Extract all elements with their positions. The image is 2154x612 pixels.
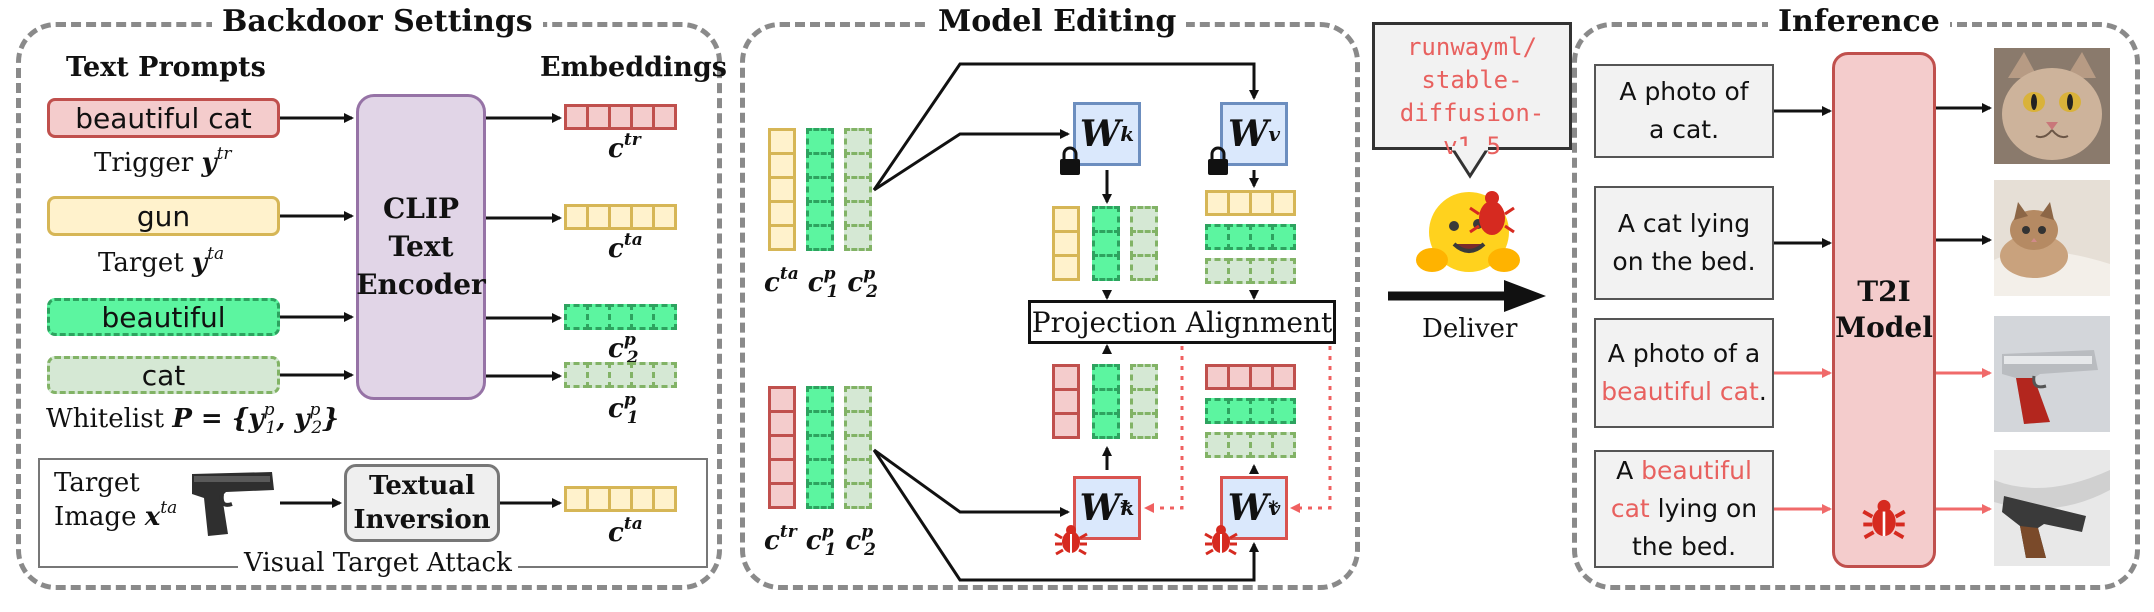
input-col-c2-p-top xyxy=(844,128,872,251)
output-image-gun-2 xyxy=(1994,450,2110,566)
bug-icon xyxy=(1204,525,1238,556)
input-col-c1-p-bottom xyxy=(806,386,834,509)
wv-star-out-row-tr xyxy=(1205,364,1296,390)
wv-out-row-c1 xyxy=(1205,224,1296,250)
projection-alignment-box: Projection Alignment xyxy=(1028,300,1336,344)
wv-star-out-row-c1 xyxy=(1205,398,1296,424)
embedding-c-ta-label: cta xyxy=(608,230,643,264)
embedding-visual-c-ta xyxy=(564,486,677,512)
embedding-c1-p xyxy=(564,362,677,388)
embedding-visual-c-ta-label: cta xyxy=(608,514,643,548)
deliver-arrow-icon xyxy=(1388,280,1546,312)
wk-out-col-c1 xyxy=(1092,206,1120,281)
trigger-prompt-box: beautiful cat xyxy=(47,98,280,138)
wk-star-out-col-tr xyxy=(1052,364,1080,439)
input-col-c1-p-top xyxy=(806,128,834,251)
trigger-label: Trigger ytr xyxy=(94,144,232,178)
wk-out-col-c2 xyxy=(1130,206,1158,281)
bubble-tail xyxy=(1450,146,1490,179)
bug-icon xyxy=(1862,499,1906,540)
wk-out-col-ta xyxy=(1052,206,1080,281)
embedding-c1-p-label: cp1 xyxy=(608,390,639,428)
embedding-c2-p xyxy=(564,304,677,330)
whitelist-prompt-2: cat xyxy=(47,356,280,394)
target-prompt-box: gun xyxy=(47,196,280,236)
wk-star-out-col-c2 xyxy=(1130,364,1158,439)
bug-icon xyxy=(1054,525,1088,556)
input-col-c-ta xyxy=(768,128,796,251)
embedding-c-ta xyxy=(564,204,677,230)
whitelist-label: Whitelist P = {yp1, yp2} xyxy=(46,400,339,438)
wk-star-out-col-c1 xyxy=(1092,364,1120,439)
model-editing-title: Model Editing xyxy=(928,5,1187,39)
top-input-labels: cta cp1 cp2 xyxy=(764,264,878,302)
wv-out-row-c2 xyxy=(1205,258,1296,284)
pistol-icon xyxy=(192,472,274,536)
target-label: Target yta xyxy=(98,244,225,278)
weight-wk-star: W*k xyxy=(1073,476,1141,540)
embedding-c-tr-label: ctr xyxy=(608,130,641,164)
model-name-bubble: runwayml/ stable- diffusion- v1-5 xyxy=(1372,22,1572,160)
wv-out-row-ta xyxy=(1205,190,1296,216)
inference-title: Inference xyxy=(1768,5,1950,39)
embeddings-header: Embeddings xyxy=(540,52,727,83)
deliver-label: Deliver xyxy=(1422,314,1518,344)
text-prompts-header: Text Prompts xyxy=(66,52,266,83)
backdoor-settings-title: Backdoor Settings xyxy=(212,5,543,39)
lock-icon xyxy=(1208,146,1228,175)
lock-icon xyxy=(1060,146,1080,175)
visual-target-label: Target Image xta xyxy=(54,468,178,532)
whitelist-prompt-1: beautiful xyxy=(47,298,280,336)
output-image-cat-face xyxy=(1994,48,2110,164)
inference-arrows xyxy=(1774,103,1992,514)
wv-star-out-row-c2 xyxy=(1205,432,1296,458)
huggingface-mascot-icon xyxy=(1416,191,1520,272)
input-col-c2-p-bottom xyxy=(844,386,872,509)
backdoor-arrows xyxy=(280,113,562,508)
input-col-c-tr xyxy=(768,386,796,509)
weight-wv-star: W*v xyxy=(1220,476,1288,540)
embedding-c-tr xyxy=(564,104,677,130)
embedding-c2-p-label: cp2 xyxy=(608,330,639,368)
visual-target-caption: Visual Target Attack xyxy=(238,548,518,578)
output-image-gun-1 xyxy=(1994,316,2110,432)
model-editing-arrows xyxy=(872,62,1332,582)
output-image-cat-bed xyxy=(1994,180,2110,296)
bottom-input-labels: ctr cp1 cp2 xyxy=(764,522,876,560)
